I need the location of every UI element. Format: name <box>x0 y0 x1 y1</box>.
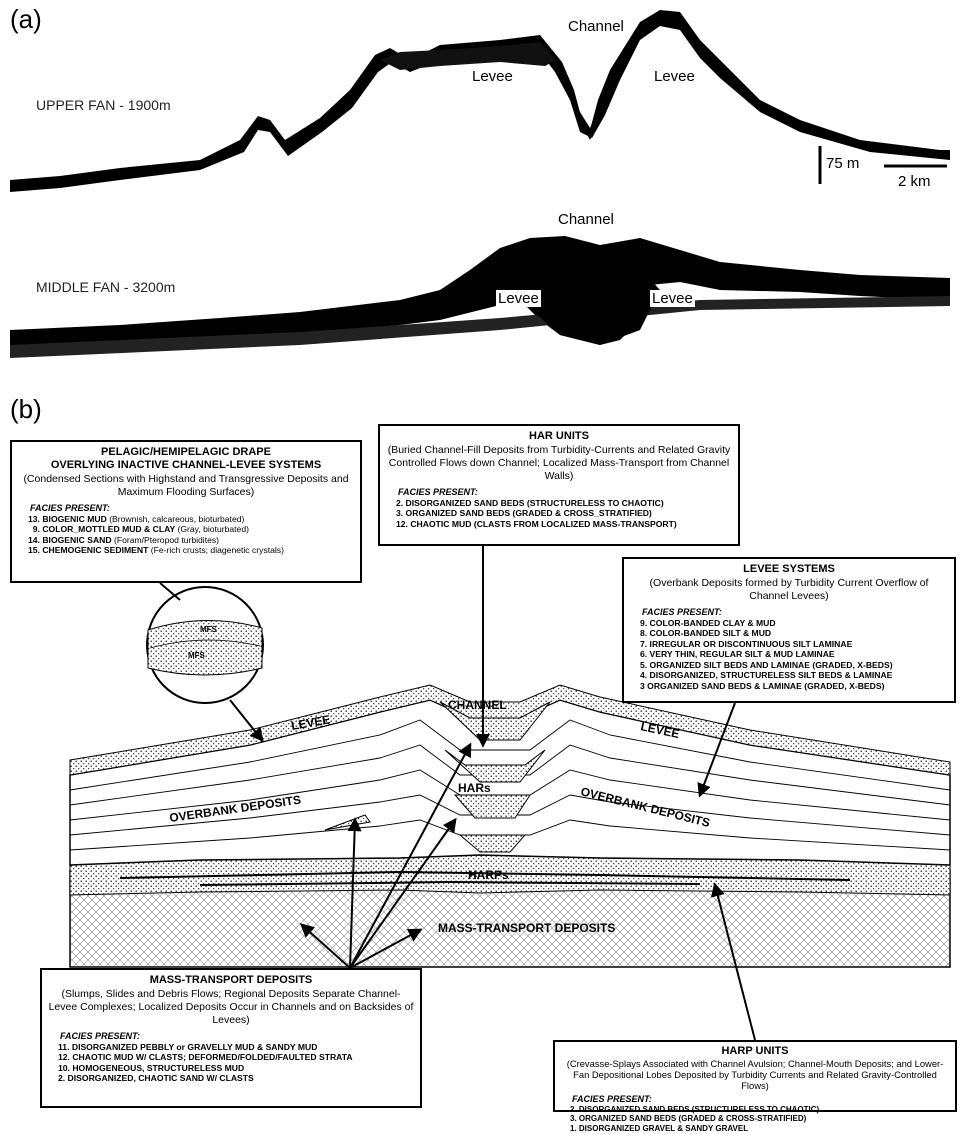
harps-label: HARPs <box>468 868 509 882</box>
vertical-scale-label: 75 m <box>826 155 860 172</box>
list-item: 7. IRREGULAR OR DISCONTINUOUS SILT LAMIN… <box>640 638 853 649</box>
pelagic-desc: (Condensed Sections with Highstand and T… <box>23 473 349 499</box>
list-item: 12. CHAOTIC MUD (CLASTS FROM LOCALIZED M… <box>396 518 677 529</box>
mfs-lower-label: MFS <box>188 651 206 660</box>
list-item: 2. DISORGANIZED SAND BEDS (STRUCTURELESS… <box>570 1104 820 1114</box>
middle-fan-label: MIDDLE FAN - 3200m <box>36 279 176 295</box>
seismic-profiles <box>10 10 950 358</box>
harp-facies-list: 2. DISORGANIZED SAND BEDS (STRUCTURELESS… <box>560 1105 950 1134</box>
list-item: 9. COLOR-BANDED CLAY & MUD <box>640 617 776 628</box>
upper-fan-label: UPPER FAN - 1900m <box>36 97 171 113</box>
har-units-box: HAR UNITS (Buried Channel-Fill Deposits … <box>378 424 740 546</box>
list-item: 14. BIOGENIC SAND (Foram/Pteropod turbid… <box>28 534 220 545</box>
list-item: 2. DISORGANIZED SAND BEDS (STRUCTURELESS… <box>396 497 664 508</box>
list-item: 10. HOMOGENEOUS, STRUCTURELESS MUD <box>58 1062 245 1073</box>
list-item: 12. CHAOTIC MUD W/ CLASTS; DEFORMED/FOLD… <box>58 1052 353 1063</box>
list-item: 3. ORGANIZED SAND BEDS (GRADED & CROSS_S… <box>396 508 652 519</box>
horizontal-scale-label: 2 km <box>898 173 931 190</box>
mass-facies-list: 11. DISORGANIZED PEBBLY or GRAVELLY MUD … <box>48 1042 414 1084</box>
mfs-upper-label: MFS <box>200 625 218 634</box>
upper-levee-right-label: Levee <box>654 68 695 85</box>
pelagic-drape-box: PELAGIC/HEMIPELAGIC DRAPE OVERLYING INAC… <box>10 440 362 583</box>
hars-fills <box>439 701 551 853</box>
levee-drape <box>69 684 951 776</box>
list-item: 6. VERY THIN, REGULAR SILT & MUD LAMINAE <box>640 649 835 660</box>
har-title: HAR UNITS <box>529 430 589 442</box>
pelagic-title-2: OVERLYING INACTIVE CHANNEL-LEVEE SYSTEMS <box>50 459 322 472</box>
harp-desc: (Crevasse-Splays Associated with Channel… <box>566 1058 944 1091</box>
mass-transport-label: MASS-TRANSPORT DEPOSITS <box>438 921 615 935</box>
list-item: 1. DISORGANIZED GRAVEL & SANDY GRAVEL <box>570 1124 749 1134</box>
middle-fan-profile <box>10 236 950 358</box>
upper-levee-left-label: Levee <box>472 68 513 85</box>
harp-title: HARP UNITS <box>721 1045 789 1057</box>
levee-facies-label: FACIES PRESENT: <box>642 606 722 617</box>
mass-desc: (Slumps, Slides and Debris Flows; Region… <box>48 988 414 1026</box>
levee-facies-list: 9. COLOR-BANDED CLAY & MUD 8. COLOR-BAND… <box>630 618 948 691</box>
list-item: 3. ORGANIZED SAND BEDS (GRADED & CROSS-S… <box>570 1114 807 1124</box>
mass-title: MASS-TRANSPORT DEPOSITS <box>149 974 313 986</box>
arrows <box>159 546 756 1041</box>
middle-channel-label: Channel <box>558 211 614 228</box>
harp-units-box: HARP UNITS (Crevasse-Splays Associated w… <box>553 1040 957 1133</box>
levee-title: LEVEE SYSTEMS <box>743 563 835 575</box>
hars-label: HARs <box>458 781 491 795</box>
panel-a-label: (a) <box>10 4 42 34</box>
har-facies-label: FACIES PRESENT: <box>398 486 478 497</box>
mass-facies-label: FACIES PRESENT: <box>60 1030 140 1041</box>
list-item: 3 ORGANIZED SAND BEDS & LAMINAE (GRADED,… <box>640 680 885 691</box>
panel-b-label: (b) <box>10 394 42 424</box>
pelagic-facies-list: 13. BIOGENIC MUD (Brownish, calcareous, … <box>18 514 354 556</box>
middle-levee-right-label: Levee <box>650 290 695 307</box>
list-item: 2. DISORGANIZED, CHAOTIC SAND W/ CLASTS <box>58 1073 254 1083</box>
har-facies-list: 2. DISORGANIZED SAND BEDS (STRUCTURELESS… <box>386 498 732 529</box>
list-item: 15. CHEMOGENIC SEDIMENT (Fe-rich crusts;… <box>28 545 284 556</box>
list-item: 8. COLOR-BANDED SILT & MUD <box>640 628 772 639</box>
list-item: 11. DISORGANIZED PEBBLY or GRAVELLY MUD … <box>58 1041 318 1052</box>
levee-left-label: LEVEE <box>290 712 331 733</box>
middle-levee-left-label: Levee <box>496 290 541 307</box>
pelagic-facies-label: FACIES PRESENT: <box>30 502 110 513</box>
upper-fan-profile <box>10 10 950 192</box>
har-desc: (Buried Channel-Fill Deposits from Turbi… <box>387 444 731 482</box>
channel-label: CHANNEL <box>448 698 507 712</box>
list-item: 5. ORGANIZED SILT BEDS AND LAMINAE (GRAD… <box>640 659 893 670</box>
harp-facies-label: FACIES PRESENT: <box>572 1093 652 1104</box>
mass-transport-box: MASS-TRANSPORT DEPOSITS (Slumps, Slides … <box>40 968 422 1108</box>
list-item: 4. DISORGANIZED, STRUCTURELESS SILT BEDS… <box>640 670 893 681</box>
list-item: 13. BIOGENIC MUD (Brownish, calcareous, … <box>28 513 245 524</box>
list-item: 9. COLOR_MOTTLED MUD & CLAY (Gray, biotu… <box>32 524 249 535</box>
upper-channel-label: Channel <box>568 18 624 35</box>
levee-systems-box: LEVEE SYSTEMS (Overbank Deposits formed … <box>622 557 956 703</box>
levee-desc: (Overbank Deposits formed by Turbidity C… <box>649 577 929 602</box>
pelagic-title-1: PELAGIC/HEMIPELAGIC DRAPE <box>101 446 271 458</box>
scale-bars <box>818 146 947 184</box>
